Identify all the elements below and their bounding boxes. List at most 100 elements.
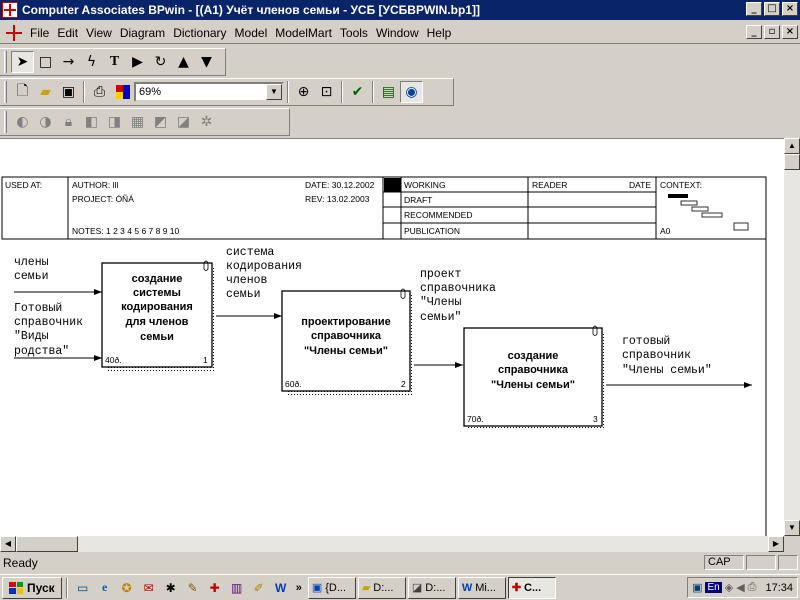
mm-security-icon[interactable]: ◪	[176, 114, 191, 130]
menu-model[interactable]: Model	[234, 25, 268, 40]
doc-restore-button[interactable]: ▫	[764, 25, 780, 39]
context-miniature[interactable]	[668, 194, 749, 231]
label-3-line-3[interactable]: "Члены семьи"	[622, 364, 712, 377]
activity-box-3[interactable]: создание справочника "Члены семьи" 70ð. …	[463, 325, 606, 430]
toolbar-grip[interactable]	[4, 51, 7, 73]
input-2-line-3[interactable]: "Виды	[14, 330, 49, 343]
volume-icon[interactable]: ◀	[736, 582, 745, 594]
maximize-button[interactable]: □	[764, 2, 780, 16]
new-file-icon[interactable]: 🗋	[16, 83, 29, 99]
mm-connect-icon[interactable]: ◐	[16, 114, 29, 130]
language-indicator[interactable]: En	[705, 582, 722, 593]
menu-help[interactable]: Help	[426, 25, 452, 40]
vertical-scroll-thumb[interactable]	[784, 154, 800, 170]
mm-users-icon[interactable]: ◩	[153, 114, 168, 130]
model-explorer-icon[interactable]: ▤	[381, 84, 396, 100]
label-3-line-2[interactable]: справочник	[622, 349, 691, 362]
lock-icon[interactable]: 🔒︎	[64, 114, 73, 130]
activity-box-1[interactable]: создание системы кодирования для членов …	[101, 260, 216, 371]
document-system-icon[interactable]	[6, 24, 22, 41]
bpwin-app-icon[interactable]	[2, 2, 18, 18]
toolbar-grip[interactable]	[4, 111, 7, 133]
start-button[interactable]: Пуск	[2, 576, 62, 599]
task-button-2[interactable]: ▰D:...	[357, 576, 406, 599]
desktop-icon[interactable]: ▭	[77, 580, 89, 595]
triangle-down-icon[interactable]: ▼	[201, 54, 212, 70]
mail-icon[interactable]: ✉	[143, 580, 154, 595]
print-icon[interactable]: ⎙	[93, 84, 106, 100]
scroll-down-icon[interactable]: ▼	[784, 520, 800, 536]
menu-window[interactable]: Window	[375, 25, 419, 40]
display-icon[interactable]: ▣	[692, 582, 703, 594]
minimize-button[interactable]: _	[746, 2, 762, 16]
paint-icon[interactable]: ✎	[187, 580, 198, 595]
scroll-up-icon[interactable]: ▲	[784, 138, 800, 154]
diagram-canvas[interactable]: USED AT: AUTHOR: lll PROJECT: ÓÑÁ DATE: …	[0, 138, 784, 536]
horizontal-scrollbar[interactable]: ◀ ▶	[0, 536, 784, 552]
label-1-line-4[interactable]: семьи	[226, 288, 261, 301]
save-disk-icon[interactable]: ▣	[61, 84, 76, 100]
input-2-line-1[interactable]: Готовый	[14, 302, 62, 315]
close-button[interactable]: ×	[782, 2, 798, 16]
menu-modelmart[interactable]: ModelMart	[275, 25, 332, 40]
box-tool-icon[interactable]: □	[38, 54, 53, 70]
triangle-right-icon[interactable]: ▶	[132, 54, 143, 70]
label-2-line-2[interactable]: справочника	[420, 282, 496, 295]
word-icon[interactable]: W	[275, 580, 287, 595]
mm-open-icon[interactable]: ◨	[107, 114, 122, 130]
zoom-select[interactable]: 69% ▼	[134, 82, 284, 102]
vertical-scrollbar[interactable]: ▲ ▼	[784, 138, 800, 536]
task-button-1[interactable]: ▣{D...	[307, 576, 356, 599]
idef0-diagram[interactable]: USED AT: AUTHOR: lll PROJECT: ÓÑÁ DATE: …	[0, 139, 784, 536]
label-1-line-3[interactable]: членов	[226, 274, 268, 287]
app-icon[interactable]: ✱	[165, 580, 176, 595]
more-icon[interactable]: »	[295, 581, 302, 594]
spell-check-icon[interactable]: ✔	[351, 84, 364, 100]
doc-minimize-button[interactable]: _	[746, 25, 762, 39]
printer-icon[interactable]: ⎙	[747, 581, 757, 593]
open-folder-icon[interactable]: ▰	[40, 84, 51, 100]
mm-library-icon[interactable]: ◧	[84, 114, 99, 130]
doc-close-button[interactable]: ×	[782, 25, 798, 39]
input-1-line-2[interactable]: семьи	[14, 270, 49, 283]
globe-icon[interactable]: ◉	[400, 81, 423, 103]
menu-tools[interactable]: Tools	[339, 25, 368, 40]
menu-view[interactable]: View	[86, 25, 112, 40]
activity-box-2[interactable]: проектирование справочника "Члены семьи"…	[281, 288, 414, 395]
menu-dictionary[interactable]: Dictionary	[173, 25, 227, 40]
input-1-line-1[interactable]: члены	[14, 256, 49, 269]
label-2-line-3[interactable]: "Члены	[420, 296, 462, 309]
text-tool-icon[interactable]: T	[109, 54, 120, 69]
task-button-bpwin[interactable]: ✚C...	[507, 576, 556, 599]
input-2-line-2[interactable]: справочник	[14, 316, 83, 329]
mm-disconnect-icon[interactable]: ◑	[39, 114, 52, 130]
zoom-fit-icon[interactable]: ⊡	[320, 84, 333, 100]
clock[interactable]: 17:34	[765, 581, 793, 594]
notepad-icon[interactable]: ✐	[253, 580, 264, 595]
zoom-in-icon[interactable]: ⊕	[297, 84, 310, 100]
horizontal-scroll-thumb[interactable]	[16, 536, 78, 552]
chevron-down-icon[interactable]: ▼	[266, 84, 282, 100]
mm-settings-icon[interactable]: ✲	[200, 114, 213, 130]
rotate-icon[interactable]: ↻	[154, 54, 167, 70]
bpwin-quicklaunch-icon[interactable]: ✚	[209, 580, 220, 595]
triangle-up-icon[interactable]: ▲	[178, 54, 189, 70]
label-2-line-1[interactable]: проект	[420, 268, 462, 281]
erwin-icon[interactable]: ▥	[231, 580, 243, 595]
scroll-left-icon[interactable]: ◀	[0, 536, 16, 552]
label-3-line-1[interactable]: готовый	[622, 335, 670, 348]
squiggle-tool-icon[interactable]: ϟ	[86, 54, 97, 70]
menu-diagram[interactable]: Diagram	[119, 25, 166, 40]
menu-edit[interactable]: Edit	[57, 25, 79, 40]
internet-explorer-icon[interactable]: e	[102, 580, 108, 594]
network-icon[interactable]: ◈	[724, 582, 734, 594]
media-icon[interactable]: ✪	[121, 580, 132, 595]
pointer-tool-icon[interactable]: ➤	[11, 51, 34, 73]
task-button-3[interactable]: ◪D:...	[407, 576, 456, 599]
label-1-line-1[interactable]: система	[226, 246, 274, 259]
mm-grid-icon[interactable]: ▦	[130, 114, 145, 130]
menu-file[interactable]: File	[30, 25, 50, 40]
scroll-right-icon[interactable]: ▶	[768, 536, 784, 552]
label-1-line-2[interactable]: кодирования	[226, 260, 302, 273]
